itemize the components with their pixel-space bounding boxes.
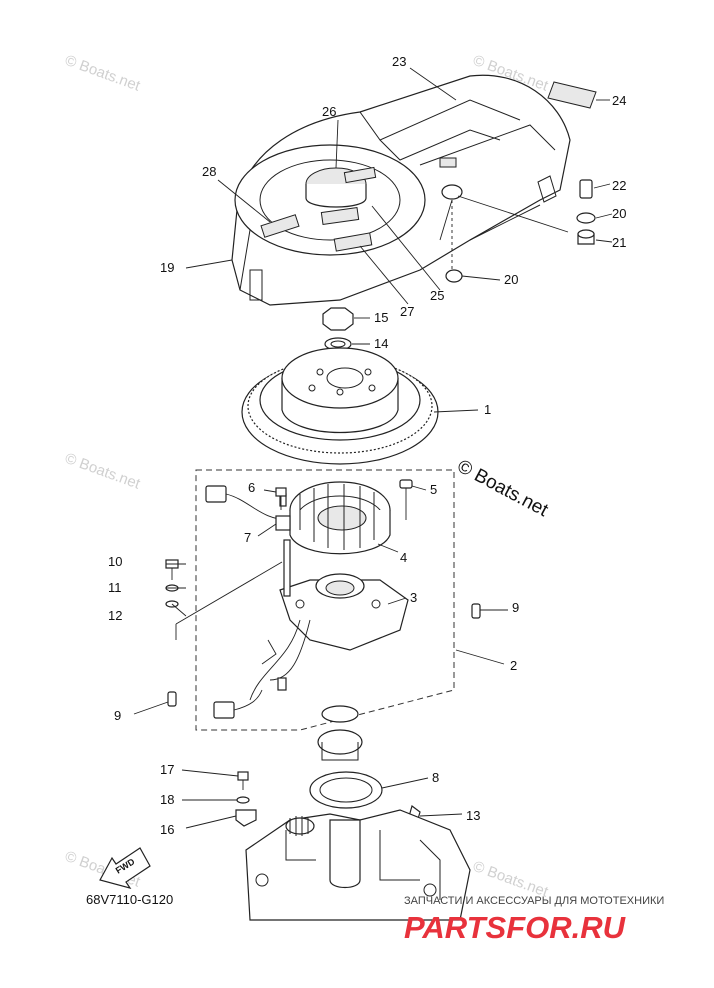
watermark: © Boats.net bbox=[63, 450, 143, 493]
callout-10: 10 bbox=[108, 554, 122, 569]
screw-5 bbox=[399, 479, 413, 520]
ad-banner: ЗАПЧАСТИ И АКСЕССУАРЫ ДЛЯ МОТОТЕХНИКИ PA… bbox=[404, 895, 664, 945]
callout-2: 2 bbox=[510, 658, 517, 673]
base-assembly-outline bbox=[195, 469, 455, 731]
callout-8: 8 bbox=[432, 770, 439, 785]
bolt-17-set bbox=[235, 771, 257, 827]
callout-5: 5 bbox=[430, 482, 437, 497]
leader-lines bbox=[133, 67, 613, 829]
engine-block bbox=[245, 809, 471, 921]
ad-brand: PARTSFOR.RU bbox=[404, 910, 627, 945]
callout-20: 20 bbox=[612, 206, 626, 221]
callout-27: 27 bbox=[400, 304, 414, 319]
callout-17: 17 bbox=[160, 762, 174, 777]
stator-coil bbox=[289, 481, 391, 555]
callout-6: 6 bbox=[248, 480, 255, 495]
callout-26: 26 bbox=[322, 104, 336, 119]
ad-tagline: ЗАПЧАСТИ И АКСЕССУАРЫ ДЛЯ МОТОТЕХНИКИ bbox=[404, 895, 664, 907]
callout-18: 18 bbox=[160, 792, 174, 807]
flywheel-nut-washer bbox=[322, 307, 354, 351]
flywheel bbox=[241, 347, 439, 465]
callout-11: 11 bbox=[108, 580, 122, 595]
watermark: © Boats.net bbox=[63, 52, 143, 95]
callout-3: 3 bbox=[410, 590, 417, 605]
stator-lead bbox=[205, 485, 291, 531]
callout-9: 9 bbox=[114, 708, 121, 723]
callout-12: 12 bbox=[108, 608, 122, 623]
flywheel-cover bbox=[231, 74, 571, 306]
callout-28: 28 bbox=[202, 164, 216, 179]
callout-9: 9 bbox=[512, 600, 519, 615]
callout-25: 25 bbox=[430, 288, 444, 303]
diagram-code: 68V7110-G120 bbox=[86, 892, 173, 907]
callout-16: 16 bbox=[160, 822, 174, 837]
callout-20: 20 bbox=[504, 272, 518, 287]
callout-24: 24 bbox=[612, 93, 626, 108]
callout-1: 1 bbox=[484, 402, 491, 417]
callout-19: 19 bbox=[160, 260, 174, 275]
label-plate bbox=[547, 81, 597, 109]
crankshaft-parts bbox=[309, 705, 383, 809]
dowel-pin bbox=[167, 691, 177, 707]
base-assembly bbox=[213, 539, 409, 719]
callout-14: 14 bbox=[374, 336, 388, 351]
callout-4: 4 bbox=[400, 550, 407, 565]
callout-23: 23 bbox=[392, 54, 406, 69]
callout-7: 7 bbox=[244, 530, 251, 545]
dowel-pin bbox=[471, 603, 481, 619]
fwd-arrow: FWD bbox=[99, 847, 151, 889]
bolt-10-set bbox=[165, 559, 179, 608]
callout-21: 21 bbox=[612, 235, 626, 250]
callout-15: 15 bbox=[374, 310, 388, 325]
copyright-mark: © Boats.net bbox=[454, 456, 552, 522]
callouts: 23 24 26 28 22 20 21 19 20 25 27 15 14 1… bbox=[108, 54, 626, 837]
callout-22: 22 bbox=[612, 178, 626, 193]
cover-fasteners bbox=[445, 179, 596, 283]
callout-13: 13 bbox=[466, 808, 480, 823]
